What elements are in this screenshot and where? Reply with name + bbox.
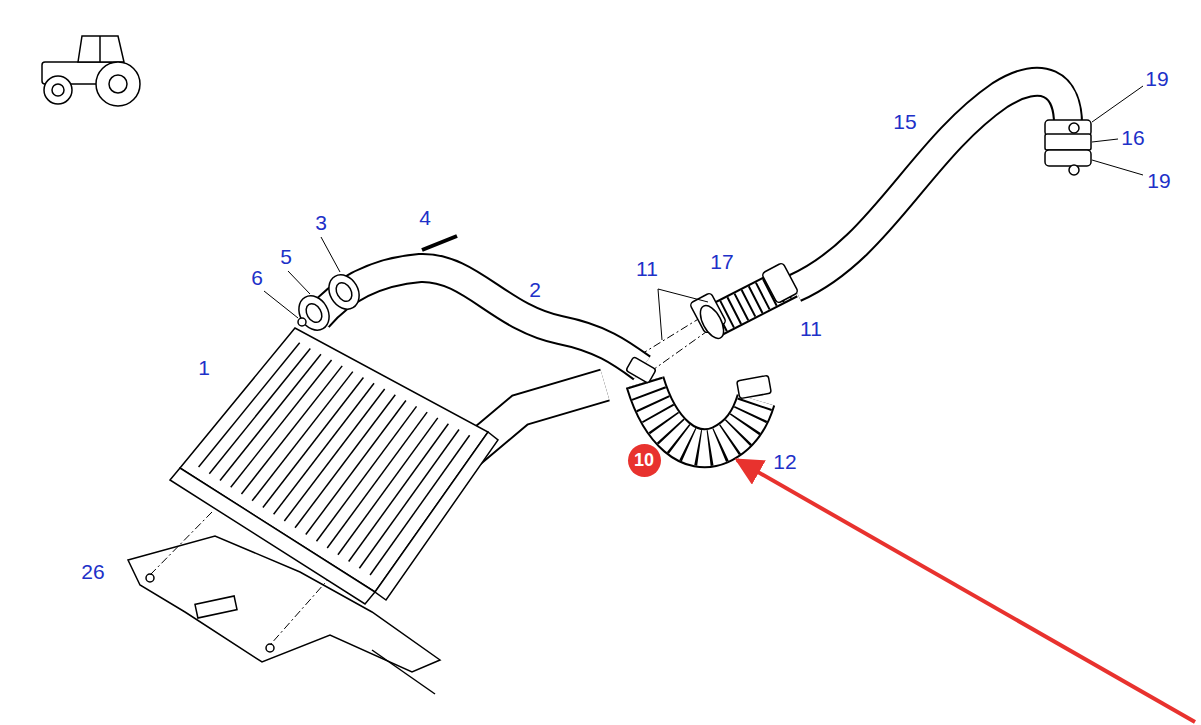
cooler-fin — [274, 383, 374, 514]
pipe-fill — [318, 268, 642, 368]
assembly-line — [150, 512, 212, 575]
hose-end — [696, 302, 729, 342]
clamp-nut — [1069, 123, 1079, 133]
callout-number: 3 — [313, 211, 329, 234]
callout-number: 11 — [798, 317, 824, 340]
callout-number: 19 — [1143, 67, 1170, 90]
leader-line — [1092, 139, 1118, 142]
callout-number: 15 — [891, 110, 918, 133]
pointer-arrow — [737, 460, 1195, 722]
cooler-fin — [209, 348, 310, 473]
cooler-fin — [284, 389, 384, 521]
sleeve-16 — [1045, 134, 1091, 150]
leader-line — [658, 289, 662, 340]
hose-clamp — [761, 262, 798, 303]
cooler-fin — [220, 354, 321, 480]
leader-line — [264, 291, 298, 318]
tractor-pillar — [99, 36, 101, 62]
flange-5 — [293, 290, 335, 335]
gasket-3 — [323, 269, 365, 314]
pipe-outline — [318, 268, 642, 368]
callout-number: 11 — [634, 257, 660, 280]
cooler-fin — [370, 435, 470, 575]
leader-line — [288, 271, 310, 294]
callout-number: 26 — [79, 560, 106, 583]
callout-number: 2 — [527, 278, 543, 301]
cooler-fin — [295, 395, 395, 528]
intercooler-frame — [170, 468, 375, 604]
tractor-icon — [42, 36, 140, 106]
sleeve-clamp — [1045, 150, 1091, 166]
shield-bolt — [146, 574, 154, 582]
callout-number: 17 — [708, 250, 735, 273]
hose-clamp — [737, 375, 772, 398]
fittings — [293, 120, 1091, 399]
leader-line — [321, 237, 340, 272]
shield-bolt — [266, 644, 274, 652]
cooler-fin — [349, 424, 449, 562]
assembly-line — [650, 332, 706, 372]
callout-number: 12 — [771, 450, 798, 473]
tractor-hub — [109, 75, 127, 93]
pipe-outline — [795, 82, 1068, 288]
shield-handle — [195, 596, 237, 618]
pipes — [318, 82, 1068, 452]
fin-group — [199, 343, 470, 575]
callout-number: 6 — [249, 266, 265, 289]
cooler-fin — [252, 372, 353, 501]
cooler-fin — [199, 343, 300, 467]
leader-line — [1092, 160, 1143, 175]
tractor-cab — [78, 36, 124, 62]
cooler-fin — [359, 430, 459, 569]
leader-line — [1092, 86, 1143, 122]
clamp-nut — [1069, 165, 1079, 175]
intercooler — [170, 328, 498, 604]
callout-number: 19 — [1145, 169, 1172, 192]
leader-lines — [264, 86, 1143, 340]
intercooler-core — [180, 328, 488, 592]
cooler-fin — [263, 377, 364, 507]
cooler-fin — [316, 406, 416, 541]
pipe-fill — [795, 82, 1068, 288]
cooler-fin — [241, 366, 342, 494]
callout-number: 4 — [417, 206, 433, 229]
tractor-wheel — [96, 62, 140, 106]
shield-tail — [372, 650, 435, 694]
callout-number: 1 — [196, 356, 212, 379]
cooler-fin — [338, 418, 438, 555]
callout-number: 10 — [634, 451, 654, 469]
tractor-wheel — [44, 76, 72, 104]
leader-line — [658, 289, 708, 302]
callout-number: 5 — [278, 245, 294, 268]
hose-clamp — [626, 357, 657, 384]
callout-circle: 10 — [628, 444, 661, 477]
assembly-line — [640, 318, 700, 355]
stud-4 — [422, 236, 457, 250]
cooler-fin — [231, 360, 332, 487]
assembly-line — [270, 575, 332, 645]
callout-number: 16 — [1119, 126, 1146, 149]
cooler-fin — [327, 412, 427, 548]
gasket-hole — [333, 280, 355, 304]
tractor-hub — [52, 84, 64, 96]
cooler-fin — [306, 401, 406, 535]
nut-6 — [298, 318, 306, 326]
